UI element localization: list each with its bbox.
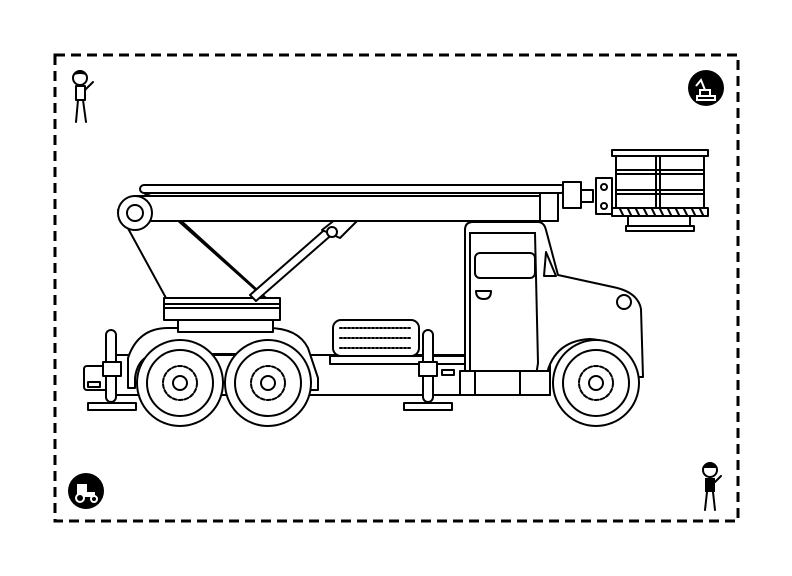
wheel [552, 339, 640, 427]
bucket-truck-illustration [83, 149, 709, 427]
dashed-border [53, 53, 740, 523]
tractor-badge-icon [68, 473, 104, 509]
excavator-badge-icon [688, 70, 724, 106]
wheel [224, 339, 312, 427]
girl-waving-icon [72, 70, 94, 123]
wheel [136, 339, 224, 427]
boy-waving-icon [702, 462, 722, 511]
